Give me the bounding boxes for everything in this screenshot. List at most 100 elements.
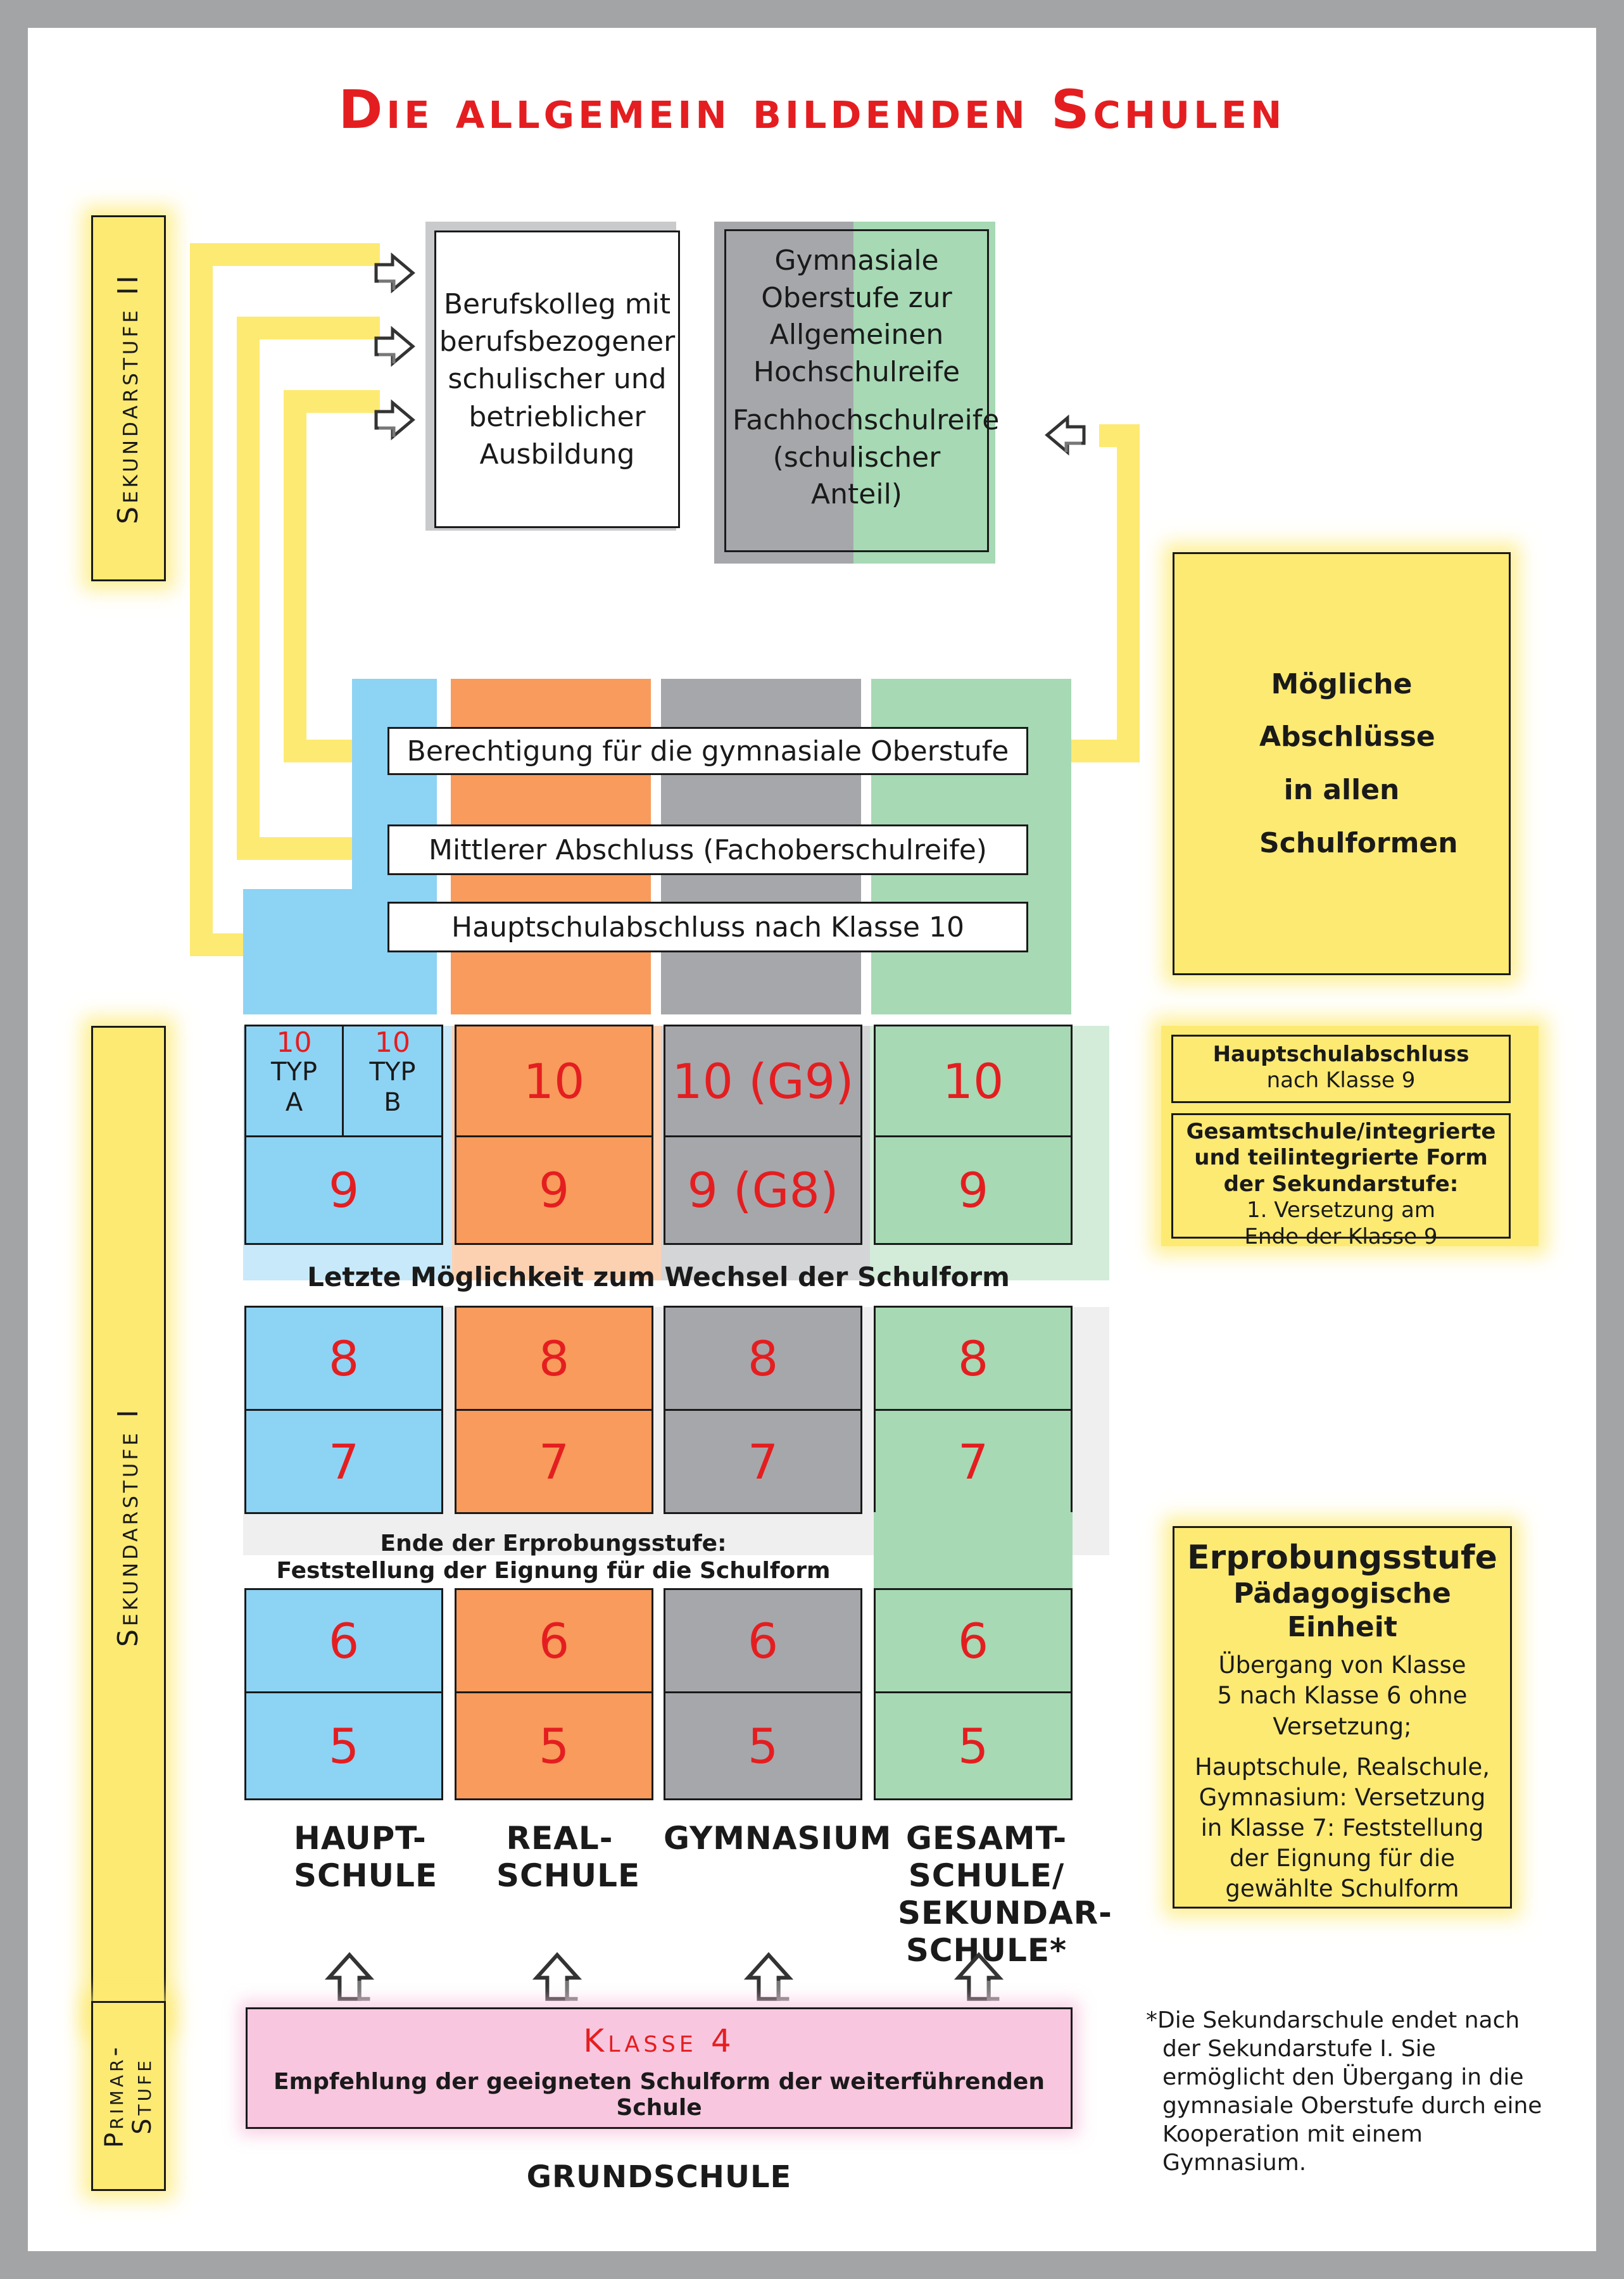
berufskolleg-text: Berufskolleg mit berufsbezogener schulis… [439,287,676,471]
arrow-right-icon [374,325,415,367]
stage-label-primar-line2: Stufe [128,2057,157,2135]
gesamtschule-versetzung-bold: Gesamtschule/integrierte und teilintegri… [1186,1119,1496,1197]
abschluss-bar-mittlerer-label: Mittlerer Abschluss (Fachoberschulreife) [429,833,987,866]
grade-haupt-8-label: 8 [328,1330,360,1387]
grade-cell-gym-5: 5 [664,1691,862,1800]
grade-cell-haupt-9: 9 [244,1135,443,1245]
erprobungsstufe-title: Erprobungsstufe [1187,1539,1497,1577]
grade-gym-7-label: 7 [747,1433,779,1490]
connector-line [190,243,213,956]
grade-cell-real-7: 7 [455,1409,653,1514]
grade-cell-haupt-8: 8 [244,1306,443,1411]
page: Die allgemein bildenden Schulen Sekundar… [28,28,1596,2251]
grade-cell-real-5: 5 [455,1691,653,1800]
grade-haupt-7-label: 7 [328,1433,360,1490]
gymnasiale-oberstufe-box: Gymnasiale Oberstufe zur Allgemeinen Hoc… [724,229,1000,552]
grade-cell-ges-7: 7 [874,1409,1073,1514]
wechsel-caption: Letzte Möglichkeit zum Wechsel der Schul… [307,1261,1010,1292]
abschluss-bar-berechtigung-label: Berechtigung für die gymnasiale Oberstuf… [406,735,1009,767]
erprobungsstufe-subtitle: Pädagogische Einheit [1233,1577,1451,1643]
stage-label-sek1: Sekundarstufe I [91,1026,166,2028]
grade-real-6-label: 6 [538,1612,570,1669]
grade-ges-8-label: 8 [957,1330,989,1387]
stage-label-sek2: Sekundarstufe II [91,215,166,581]
connector-line [237,317,380,339]
grade-cell-ges-9: 9 [874,1135,1073,1245]
footnote: *Die Sekundarschule endet nach der Sekun… [1146,2007,1542,2176]
erprobung-caption-line1: Ende der Erprobungsstufe: [380,1531,727,1556]
hauptschulabschluss-9-box: Hauptschulabschluss nach Klasse 9 [1171,1035,1511,1103]
gesamtschule-versetzung-box: Gesamtschule/integrierte und teilintegri… [1171,1113,1511,1249]
arrow-up-icon [954,1952,1004,2001]
school-name-gym: GYMNASIUM [664,1820,892,1857]
school-name-haupt: HAUPT- SCHULE [294,1820,438,1894]
grade-gym-6-label: 6 [747,1612,779,1669]
berufskolleg-box: Berufskolleg mit berufsbezogener schulis… [434,230,680,528]
grade-ges-5-label: 5 [957,1717,989,1774]
grade-real-9-label: 9 [538,1162,570,1218]
erprobung-caption-line2: Feststellung der Eignung für die Schulfo… [276,1558,831,1584]
fachhochschulreife-text: Fachhochschulreife (schulischer Anteil) [733,404,1000,511]
connector-line [1117,424,1140,762]
grade-haupt-9-label: 9 [328,1162,360,1218]
page-title: Die allgemein bildenden Schulen [338,79,1286,141]
grade-gym-5-label: 5 [747,1717,779,1774]
grade-cell-real-6: 6 [455,1588,653,1693]
school-name-real: REAL- SCHULE [496,1820,641,1894]
moegliche-abschluesse-box: Mögliche Abschlüsse in allen Schulformen [1173,552,1511,975]
gymnasiale-oberstufe-grey [714,222,853,564]
grade-cell-real-8: 8 [455,1306,653,1411]
grade-cell-gym-10: 10 (G9) [664,1025,862,1137]
connector-line [284,390,306,762]
stage-label-primar-text: Primar- Stufe [100,2043,157,2149]
grade-cell-haupt-5: 5 [244,1691,443,1800]
grade-cell-gym-8: 8 [664,1306,862,1411]
connector-line [237,317,260,860]
connector-line [284,390,380,413]
abschluss-bar-hauptschul10: Hauptschulabschluss nach Klasse 10 [387,902,1028,952]
grundschule-box: Klasse 4 Empfehlung der geeigneten Schul… [246,2007,1073,2129]
erprobungsstufe-text1: Übergang von Klasse 5 nach Klasse 6 ohne… [1217,1651,1468,1740]
grade-ges-9-label: 9 [957,1162,989,1218]
hauptschulabschluss-9-bold: Hauptschulabschluss [1212,1042,1470,1067]
grade-real-10-label: 10 [523,1052,585,1109]
arrow-left-icon [1045,414,1086,456]
erprobungsstufe-box: Erprobungsstufe Pädagogische Einheit Übe… [1173,1526,1512,1909]
school-name-grund: GRUNDSCHULE [526,2159,792,2195]
grade-haupt-5-label: 5 [328,1717,360,1774]
grade-gym-8-label: 8 [747,1330,779,1387]
stage-label-primar: Primar- Stufe [91,2001,166,2191]
grade-cell-gym-6: 6 [664,1588,862,1693]
grade-gym-9-label: 9 (G8) [687,1162,839,1218]
hauptschulabschluss-9-text: nach Klasse 9 [1266,1067,1416,1093]
grade-cell-ges-6: 6 [874,1588,1073,1693]
grade-haupt-6-label: 6 [328,1612,360,1669]
arrow-right-icon [374,399,415,441]
gymnasiale-oberstufe-text: Gymnasiale Oberstufe zur Allgemeinen Hoc… [753,244,960,388]
arrow-up-icon [532,1952,582,2001]
grade-ges-6-label: 6 [957,1612,989,1669]
school-name-ges: GESAMT- SCHULE/ SEKUNDAR- SCHULE* [898,1820,1112,1969]
grade-haupt-10b-label: TYP B [369,1057,416,1117]
grade-cell-ges-5: 5 [874,1691,1073,1800]
grade-ges-7-label: 7 [957,1433,989,1490]
empfehlung-text: Empfehlung der geeigneten Schulform der … [274,2069,1045,2121]
grade-cell-gym-7: 7 [664,1409,862,1514]
grade-real-8-label: 8 [538,1330,570,1387]
moegliche-abschluesse-text: Mögliche Abschlüsse in allen Schulformen [1259,667,1458,859]
grade-cell-haupt-10a: 10 TYP A [244,1025,344,1137]
abschluss-bar-berechtigung: Berechtigung für die gymnasiale Oberstuf… [387,727,1028,775]
klasse4-label: Klasse 4 [583,2023,735,2059]
stage-label-primar-line1: Primar- [100,2043,129,2149]
arrow-right-icon [374,252,415,294]
ges-column-connector [874,1512,1073,1591]
stage-label-sek1-text: Sekundarstufe I [111,1406,144,1647]
abschluss-bar-mittlerer: Mittlerer Abschluss (Fachoberschulreife) [387,824,1028,875]
erprobung-caption: Ende der Erprobungsstufe: Feststellung d… [244,1530,862,1584]
grade-cell-haupt-7: 7 [244,1409,443,1514]
grade-haupt-10a-number: 10 [276,1026,312,1059]
connector-line [1099,424,1140,447]
grade-cell-real-10: 10 [455,1025,653,1137]
grade-haupt-10a-label: TYP A [271,1057,317,1117]
grade-real-7-label: 7 [538,1433,570,1490]
